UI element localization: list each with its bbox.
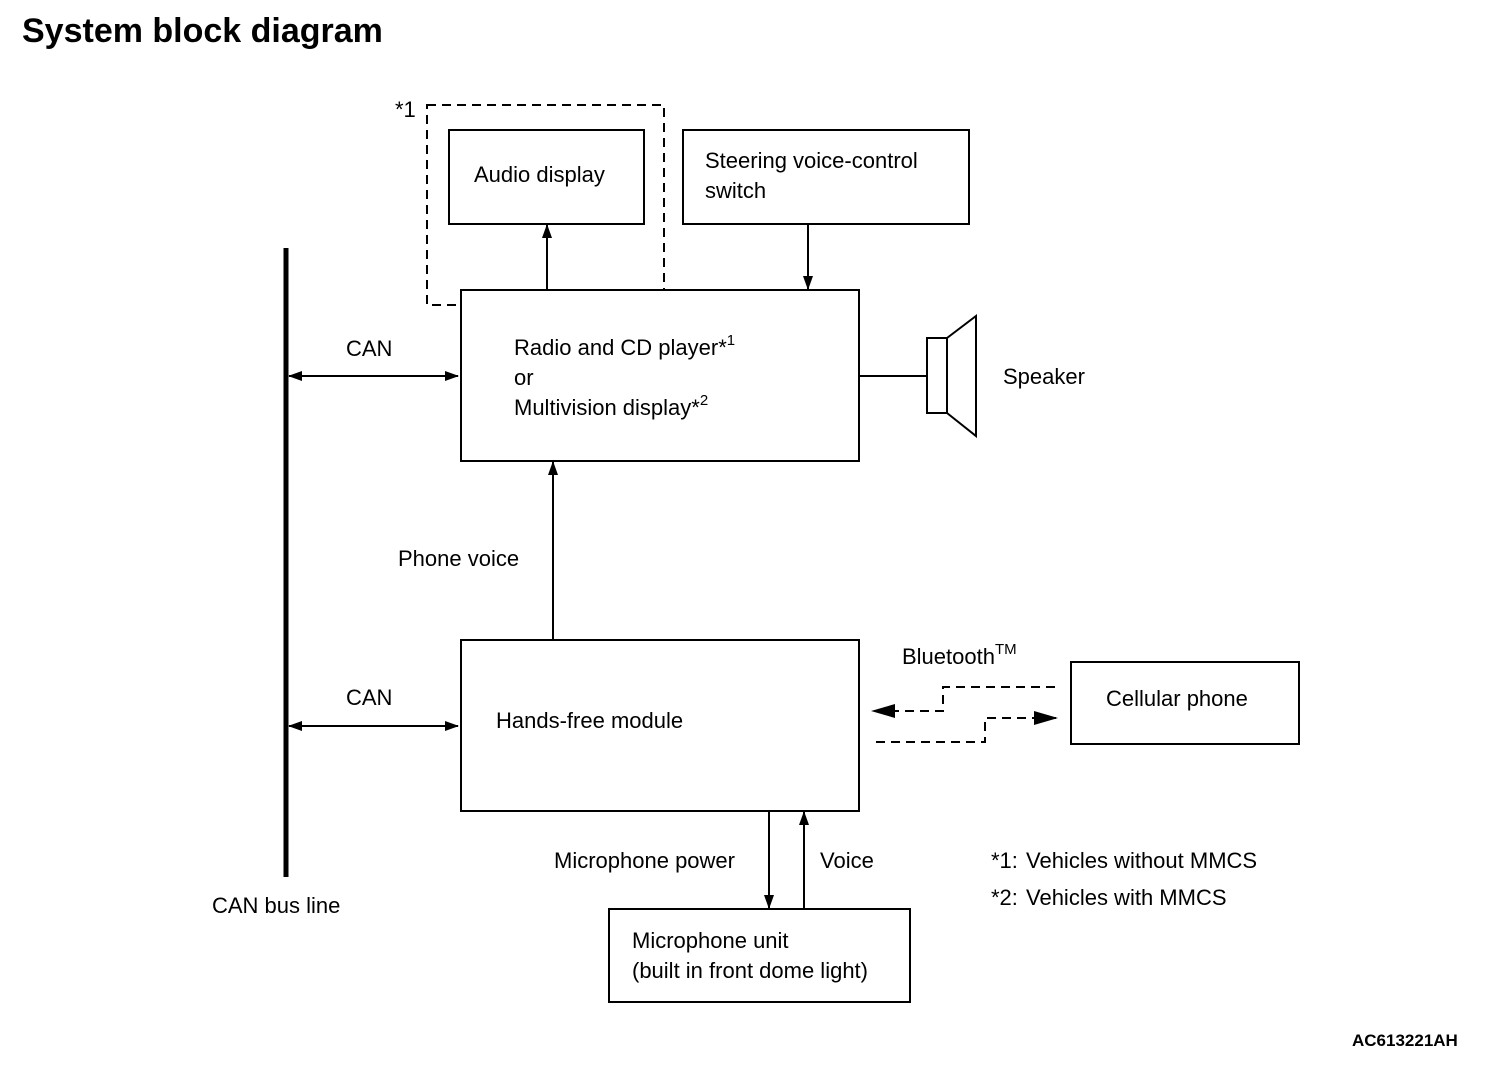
microphone-label-line2: (built in front dome light): [632, 958, 868, 983]
radio-box: [460, 289, 860, 462]
radio-label-line3: Multivision display*2: [514, 392, 708, 420]
can-bus-label: CAN bus line: [212, 893, 340, 918]
steering-switch-label-line1: Steering voice-control: [705, 148, 918, 173]
cellular-label: Cellular phone: [1106, 686, 1248, 711]
phone-voice-label: Phone voice: [398, 546, 519, 571]
page-title: System block diagram: [22, 12, 383, 50]
radio-label-line1: Radio and CD player*1: [514, 332, 735, 360]
mic-power-label: Microphone power: [554, 848, 735, 873]
note-1-mark: *1:: [991, 848, 1018, 873]
microphone-box: [608, 908, 911, 1003]
audio-display-box: [448, 129, 645, 225]
note-2-mark: *2:: [991, 885, 1018, 910]
can-handsfree-label: CAN: [346, 685, 392, 710]
cellular-box: [1070, 661, 1300, 745]
radio-label-line2: or: [514, 365, 534, 390]
speaker-icon: [926, 313, 977, 439]
audio-display-group-marker: *1: [395, 97, 416, 122]
audio-display-label: Audio display: [474, 162, 605, 187]
note-2-text: Vehicles with MMCS: [1026, 885, 1227, 910]
note-1-text: Vehicles without MMCS: [1026, 848, 1257, 873]
figure-code: AC613221AH: [1352, 1031, 1458, 1050]
bluetooth-arrow-to-cellular: [876, 711, 1058, 743]
can-radio-label: CAN: [346, 336, 392, 361]
bluetooth-arrow-to-handsfree: [871, 686, 1055, 718]
steering-switch-label-line2: switch: [705, 178, 766, 203]
bluetooth-label: BluetoothTM: [902, 641, 1017, 669]
voice-label: Voice: [820, 848, 874, 873]
microphone-label-line1: Microphone unit: [632, 928, 789, 953]
handsfree-box: [460, 639, 860, 812]
speaker-label: Speaker: [1003, 364, 1085, 389]
steering-switch-box: [682, 129, 970, 225]
handsfree-label: Hands-free module: [496, 708, 683, 733]
